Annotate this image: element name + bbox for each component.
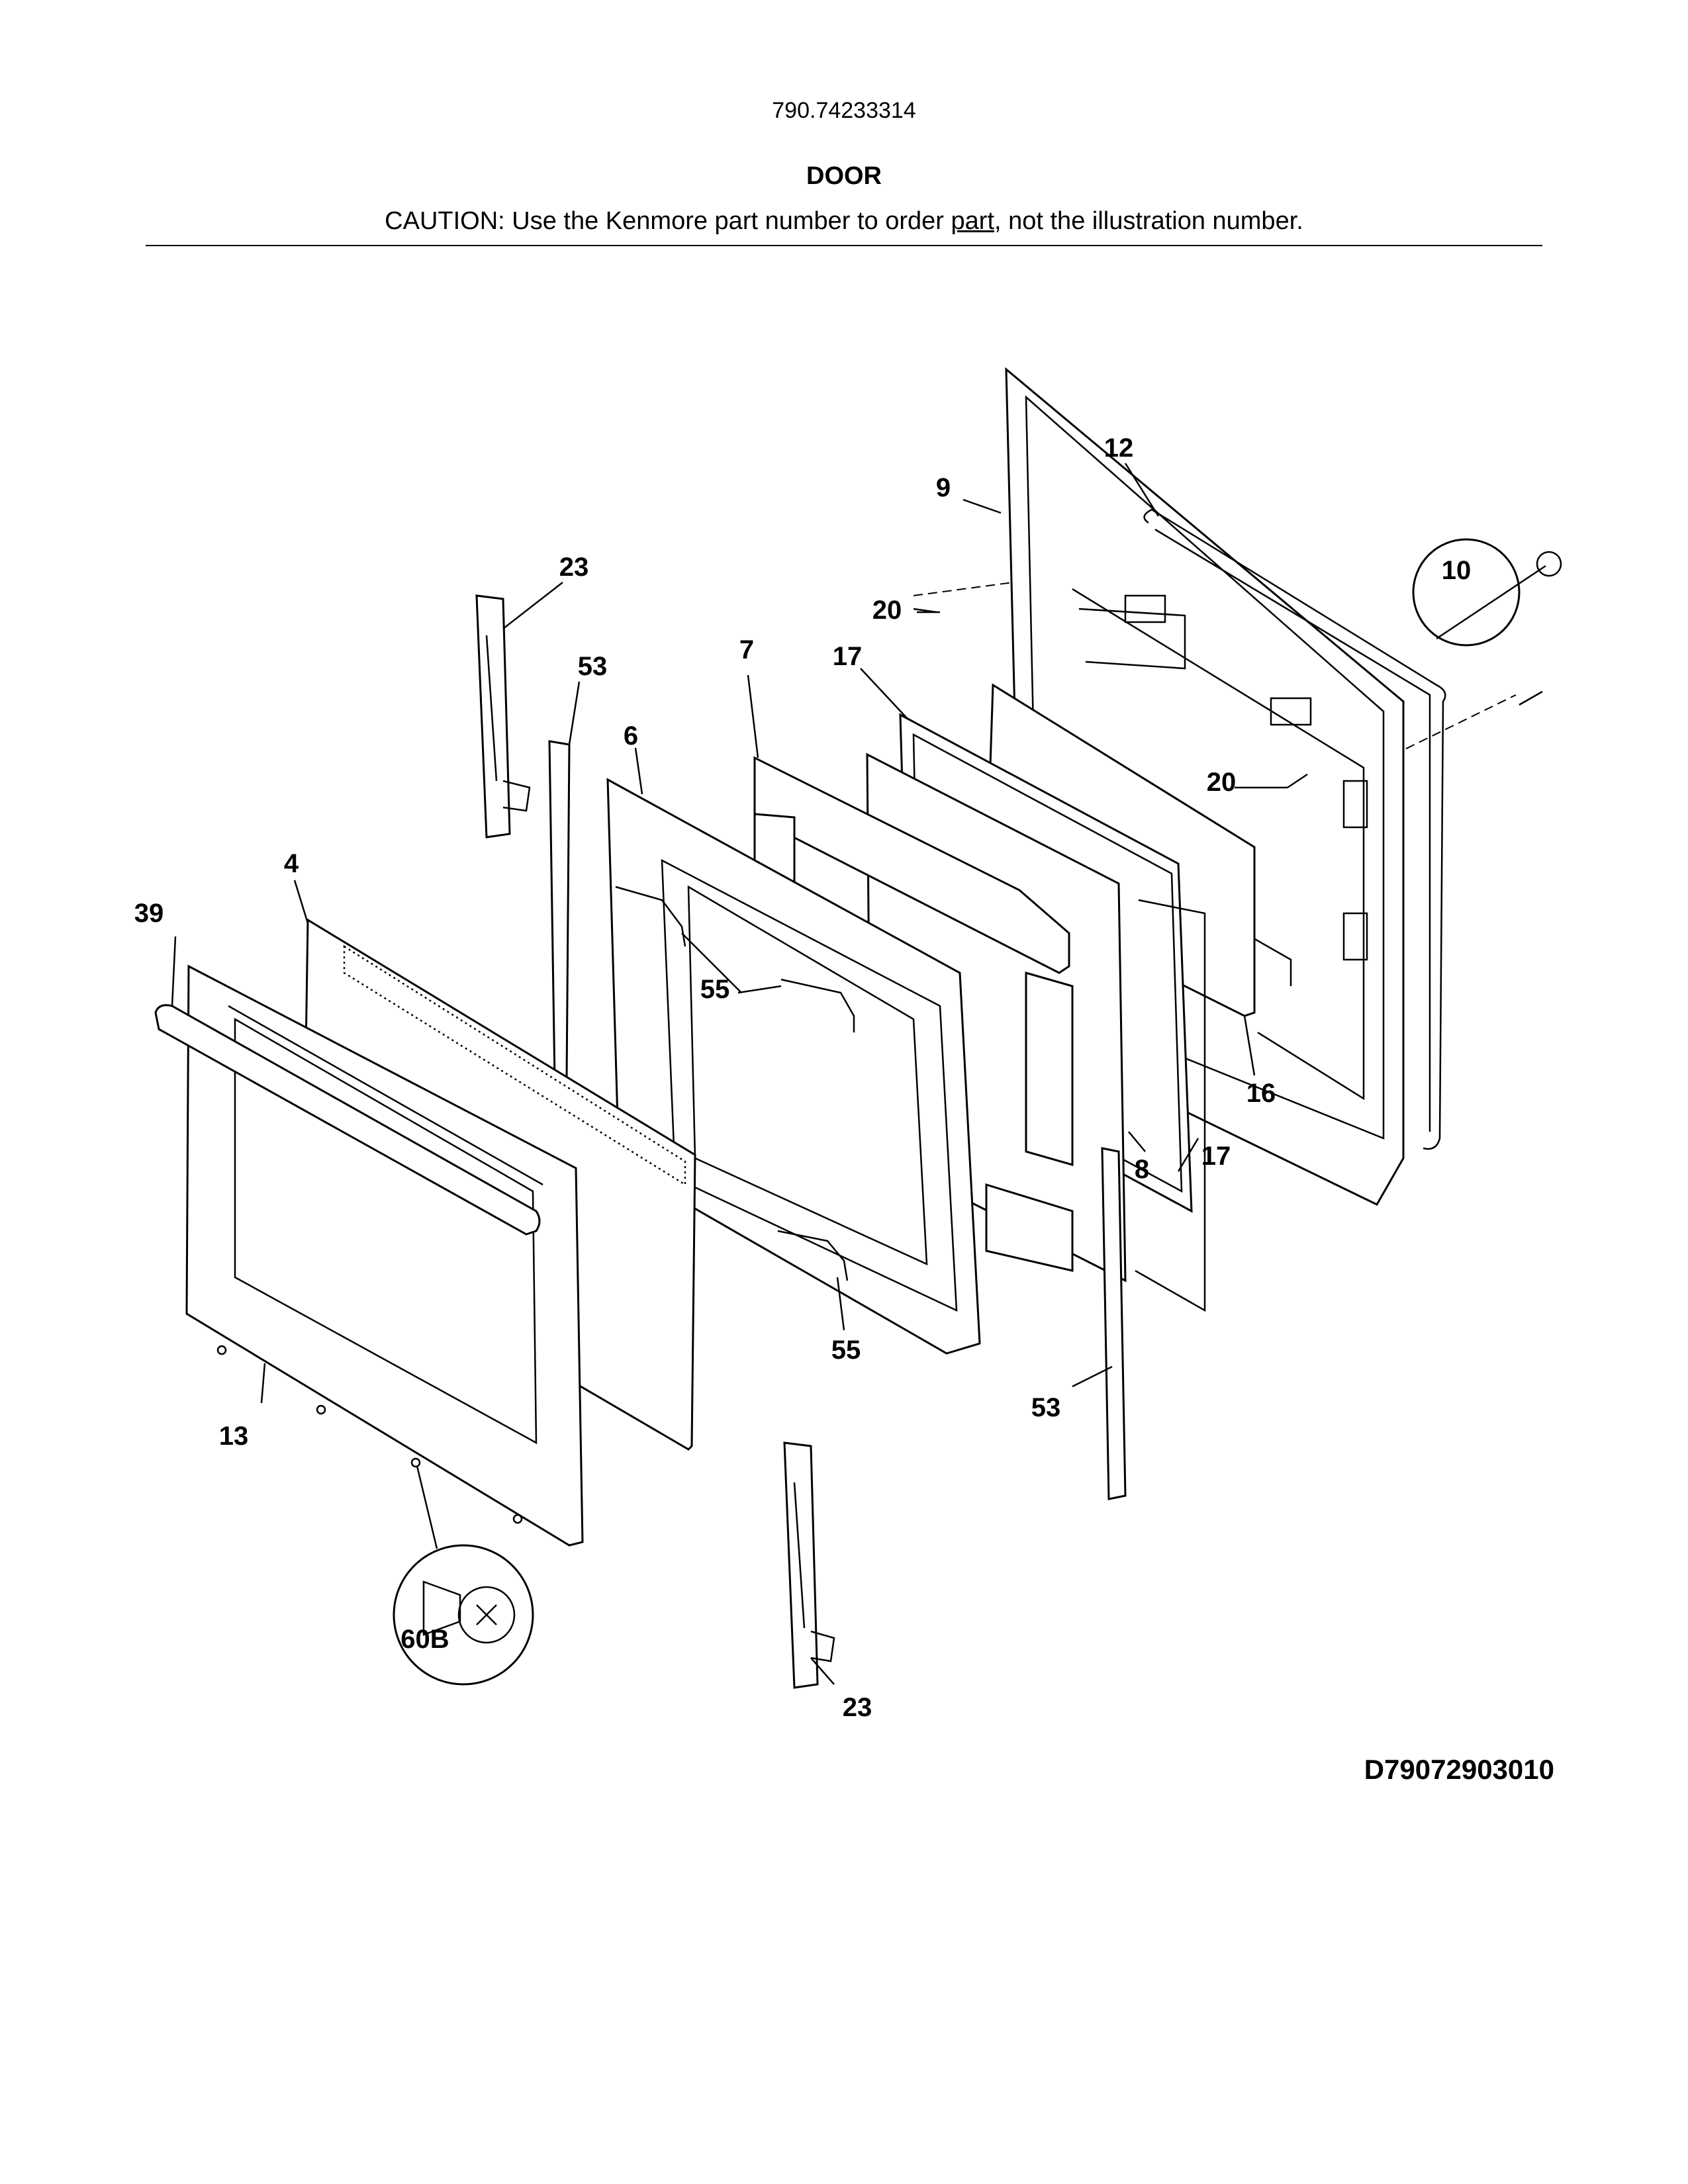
callout-8: 8 (1135, 1155, 1149, 1184)
callout-20-right: 20 (1207, 768, 1237, 797)
part-23-hinge-lower (783, 1441, 835, 1689)
caution-suffix: , not the illustration number. (994, 207, 1303, 235)
callout-4: 4 (284, 849, 299, 878)
header-rule (146, 245, 1542, 246)
callout-13: 13 (219, 1422, 249, 1451)
callout-55-middle: 55 (700, 975, 730, 1004)
callout-12: 12 (1104, 433, 1134, 463)
callout-20-top: 20 (872, 596, 902, 625)
callout-39: 39 (134, 899, 164, 928)
callout-23-top: 23 (559, 553, 589, 582)
callout-leaders (171, 463, 1288, 1685)
part-53-side-trim-lower (1101, 1147, 1127, 1500)
part-13-outer-door-panel (185, 964, 584, 1547)
callout-17-bottom: 17 (1201, 1142, 1231, 1171)
callout-9: 9 (936, 473, 951, 502)
callout-16: 16 (1246, 1079, 1276, 1108)
callout-17-top: 17 (833, 642, 863, 671)
callout-53-top: 53 (578, 652, 608, 681)
part-23-hinge-upper (475, 594, 531, 839)
part-55-hinge-receptacle-lower (777, 1230, 849, 1281)
caution-prefix: CAUTION: Use the Kenmore part number to … (385, 207, 951, 235)
assembly-axis-upper (913, 582, 1013, 596)
drawing-code: D79072903010 (1364, 1754, 1554, 1785)
part-12-door-gasket (1143, 508, 1446, 1150)
callout-6: 6 (624, 721, 638, 751)
part-6-door-liner (606, 778, 981, 1355)
part-55-hinge-receptacle-upper (615, 886, 855, 1032)
callout-23-bottom: 23 (843, 1693, 872, 1722)
callout-55-bottom: 55 (831, 1336, 861, 1365)
callout-10: 10 (1442, 556, 1472, 585)
part-39-door-handle (154, 1004, 541, 1236)
callout-53-bottom: 53 (1031, 1393, 1061, 1422)
caution-underlined-word: part (951, 207, 994, 235)
part-10-screw-detail (1412, 538, 1562, 647)
part-17-glass-frame-bottom (1135, 899, 1206, 1312)
section-title: DOOR (806, 162, 882, 190)
callout-7: 7 (739, 635, 754, 664)
callout-60b: 60B (400, 1625, 449, 1654)
part-60b-screw-detail (393, 1544, 534, 1686)
model-number: 790.74233314 (772, 98, 916, 123)
caution-note: CAUTION: Use the Kenmore part number to … (0, 207, 1688, 236)
